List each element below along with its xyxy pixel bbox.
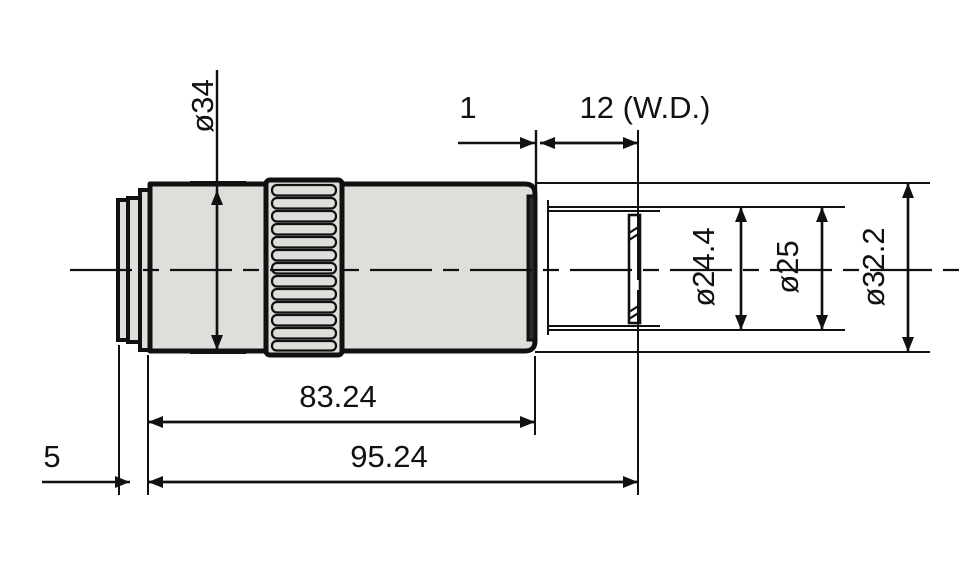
dimension-gap-1: 1 (458, 90, 535, 149)
label-dia34: ø34 (185, 79, 220, 132)
dimension-length-83: 83.24 (148, 379, 535, 428)
barrel-rear-section (147, 181, 269, 354)
label-len-83: 83.24 (299, 379, 377, 414)
barrel-front-section (339, 181, 538, 354)
label-dia24-4: ø24.4 (686, 227, 721, 306)
dimension-dia24-4: ø24.4 (686, 207, 747, 330)
dimension-dia25: ø25 (770, 207, 828, 330)
extension-lines-group (535, 182, 930, 353)
dimension-dia32-2: ø32.2 (856, 183, 914, 352)
label-dim-1: 1 (459, 90, 476, 125)
dimension-length-95: 95.24 (148, 439, 638, 488)
label-dim-wd: 12 (W.D.) (580, 90, 711, 125)
front-nose-rim (526, 194, 537, 342)
knurled-grip-ring (263, 177, 345, 358)
dimension-mount-5: 5 (42, 439, 130, 488)
label-dia25: ø25 (770, 240, 805, 293)
dimension-working-distance: 12 (W.D.) (534, 90, 711, 280)
dimension-dia34: ø34 (185, 70, 246, 354)
label-len-95: 95.24 (350, 439, 428, 474)
lens-body-group (116, 177, 538, 358)
label-dia32-2: ø32.2 (856, 227, 891, 306)
label-len-5: 5 (43, 439, 60, 474)
